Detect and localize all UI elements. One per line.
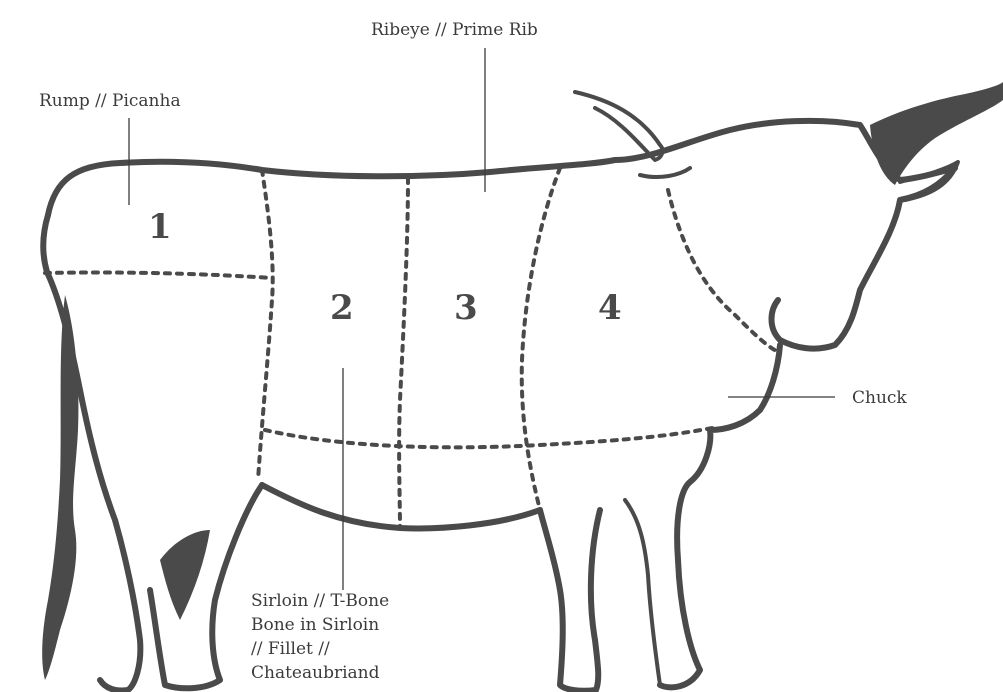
section-number-1: 1 [148,207,172,247]
label-ribeye: Ribeye // Prime Rib [371,18,538,42]
cut-line-3-4 [522,168,560,510]
section-number-2: 2 [330,288,354,328]
cow-brow [640,168,690,177]
cow-horn-left [575,92,662,160]
cow-ear [900,162,958,200]
cow-front-leg-right [625,500,660,685]
cut-line-rump [45,273,272,278]
cut-line-1-2 [258,170,273,480]
section-number-4: 4 [598,288,622,328]
label-sirloin-line-2: Bone in Sirloin [251,613,389,637]
label-sirloin: Sirloin // T-Bone Bone in Sirloin // Fil… [251,589,389,685]
label-sirloin-line-3: // Fillet // [251,637,389,661]
label-chuck: Chuck [852,386,907,410]
section-number-3: 3 [454,288,478,328]
cow-hind-leg [150,485,262,688]
cow-tail [42,295,78,680]
cow-rump-outline [43,215,48,272]
cow-front-leg-left [540,510,600,691]
cut-line-belly [265,428,712,447]
cow-back-outline [48,160,615,215]
label-sirloin-line-4: Chateaubriand [251,661,389,685]
cut-line-chuck [668,190,778,352]
cow-hind-shadow [160,530,210,620]
label-rump: Rump // Picanha [39,89,181,113]
cut-line-2-3 [399,178,408,528]
label-sirloin-line-1: Sirloin // T-Bone [251,589,389,613]
